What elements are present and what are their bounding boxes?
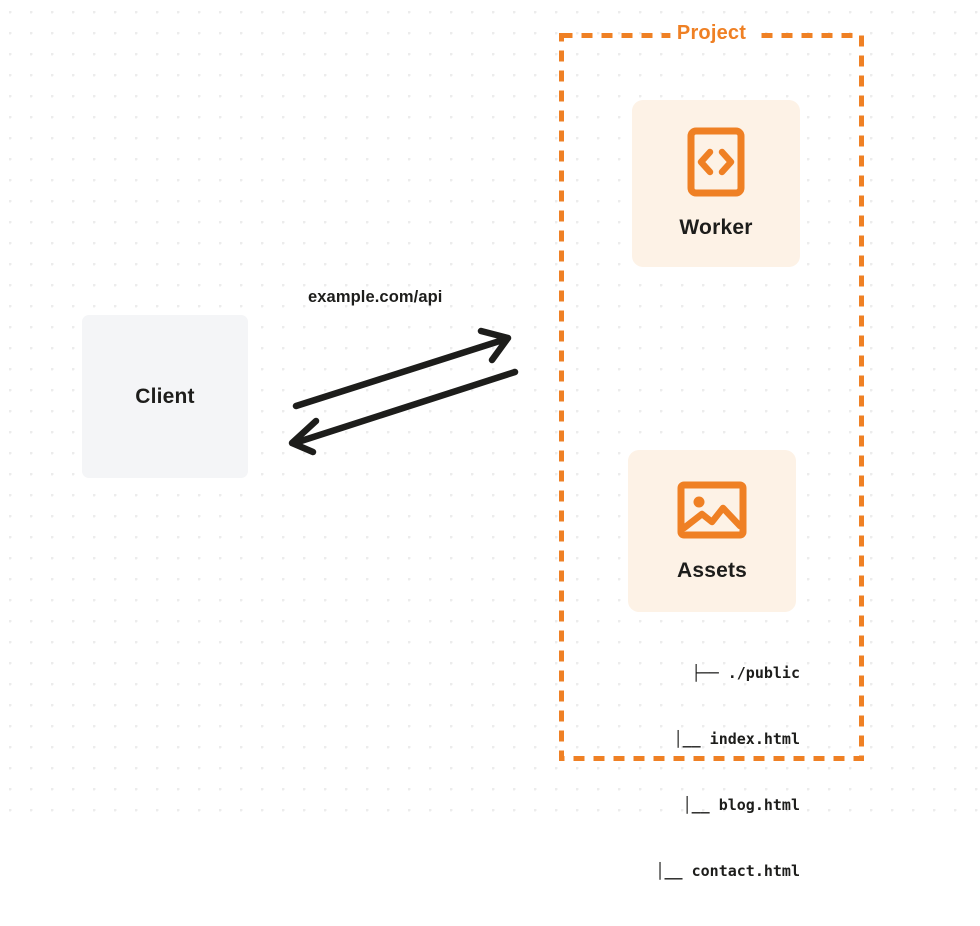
response-arrow-line [297,368,519,445]
project-group: Project Worker Assets [559,22,864,880]
code-brackets-icon [687,127,745,202]
client-node-label: Client [135,384,195,408]
request-arrow-head [477,327,512,364]
worker-card: Worker [632,100,800,267]
diagram-canvas: Client example.com/api Project [0,0,980,880]
file-tree-row: │__ contact.html [655,862,801,880]
worker-card-label: Worker [679,216,753,239]
assets-card: Assets [628,450,796,612]
response-arrow-head [288,417,320,456]
file-tree-row: ├── ./public [691,664,800,682]
assets-card-label: Assets [676,558,748,582]
project-title: Project [669,22,754,45]
file-tree-row: │__ blog.html [682,796,800,814]
request-arrow-line [292,335,510,410]
connection-label: example.com/api [308,288,443,306]
assets-file-tree: ├── ./public │__ index.html │__ blog.htm… [595,618,801,926]
client-node: Client [82,315,248,478]
file-tree-row: │__ index.html [673,730,800,748]
image-photo-icon [677,480,747,545]
